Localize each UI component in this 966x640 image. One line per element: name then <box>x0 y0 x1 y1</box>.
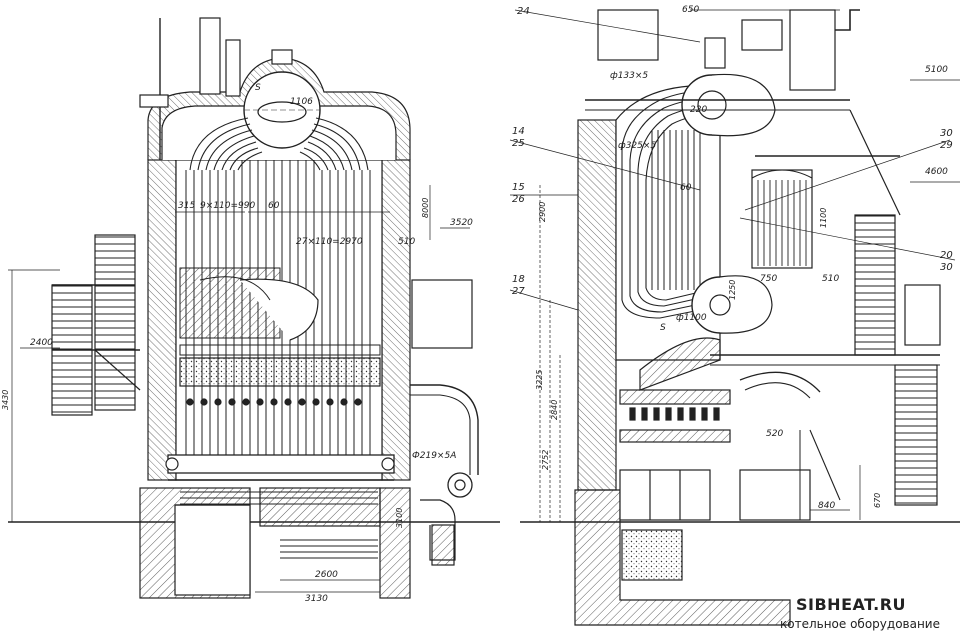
feed-pipe <box>410 384 479 475</box>
callout-25: 25 <box>512 138 525 149</box>
label-1100-drum: ф1100 <box>676 313 707 323</box>
fuel-layer <box>179 357 381 387</box>
economizer-tubes <box>757 180 807 266</box>
label-650: 650 <box>682 5 699 15</box>
label-219: Ф219×5А <box>412 451 456 461</box>
watermark: SIBHEAT.RU котельное оборудование <box>780 595 940 631</box>
pump <box>447 472 473 498</box>
side-section-view <box>509 9 960 626</box>
callout-15: 15 <box>512 182 525 193</box>
level-4600: 4600 <box>925 167 948 177</box>
label-spacing-right: 27×110=2970 <box>296 237 363 247</box>
side-vertical-tubes <box>651 130 701 290</box>
label-1250: 1250 <box>728 280 737 300</box>
watermark-site: SIBHEAT.RU <box>796 595 906 614</box>
side-view-labels: 24 650 ф133×5 220 14 25 ф325×5 60 15 26 … <box>512 5 953 511</box>
label-1100: 1100 <box>819 208 828 228</box>
front-section-view <box>8 17 500 599</box>
label-220: 220 <box>690 105 707 115</box>
callout-29: 29 <box>940 140 953 151</box>
level-5100: 5100 <box>925 65 948 75</box>
label-s-right: S <box>660 323 666 333</box>
callout-24: 24 <box>517 6 530 17</box>
callout-30: 30 <box>940 128 953 139</box>
label-3225: 3225 <box>535 370 544 390</box>
left-stair <box>94 234 136 411</box>
callout-20: 20 <box>940 250 953 261</box>
label-60-right: 60 <box>680 183 692 193</box>
label-510-right: 510 <box>822 274 839 284</box>
label-spacing-left: 9×110=990 <box>200 201 255 211</box>
callout-14: 14 <box>512 126 525 137</box>
callout-18: 18 <box>512 274 525 285</box>
label-1106: 1106 <box>290 97 313 107</box>
label-670: 670 <box>873 493 882 508</box>
label-510-left: 510 <box>398 237 415 247</box>
label-3100: 3100 <box>395 508 404 528</box>
label-840: 840 <box>818 501 835 511</box>
left-wall <box>147 159 177 481</box>
label-325: ф325×5 <box>618 141 656 151</box>
nozzle-row <box>186 398 362 406</box>
right-stair <box>854 214 896 356</box>
label-520: 520 <box>766 429 783 439</box>
label-3430: 3430 <box>1 390 10 410</box>
callout-leaders <box>509 9 956 311</box>
front-view-labels: S 1106 315 9×110=990 60 27×110=2970 510 … <box>1 83 473 604</box>
label-3130: 3130 <box>305 594 328 604</box>
side-dimension-lines <box>539 9 960 522</box>
callout-26: 26 <box>512 194 525 205</box>
dimension-lines <box>8 185 470 593</box>
label-2900: 2900 <box>538 202 547 222</box>
label-133: ф133×5 <box>610 71 648 81</box>
callout-30b: 30 <box>940 262 953 273</box>
label-60-left: 60 <box>268 201 280 211</box>
label-8000: 8000 <box>421 198 430 218</box>
label-2752: 2752 <box>541 450 550 470</box>
label-750: 750 <box>760 274 777 284</box>
label-s-left: S <box>255 83 261 93</box>
burner-row <box>629 407 720 421</box>
tube-bank <box>189 117 369 171</box>
right-wall <box>381 159 411 481</box>
label-2840: 2840 <box>550 400 559 420</box>
callout-27: 27 <box>512 286 525 297</box>
label-2600: 2600 <box>315 570 338 580</box>
watermark-subtitle: котельное оборудование <box>780 617 940 631</box>
label-315: 315 <box>178 201 195 211</box>
label-3520: 3520 <box>450 218 473 228</box>
label-2400: 2400 <box>30 338 53 348</box>
